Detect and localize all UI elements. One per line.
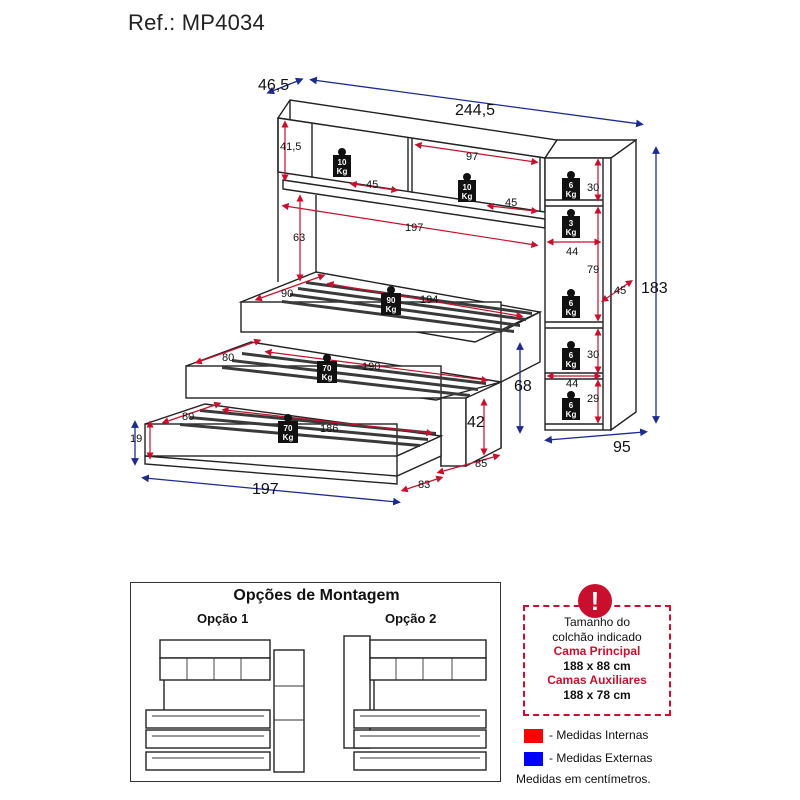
external-dimensions bbox=[131, 76, 660, 506]
dim-main-bed-w: 90 bbox=[281, 288, 293, 300]
dim-total-width: 244,5 bbox=[455, 102, 495, 119]
dim-under-height: 63 bbox=[293, 232, 305, 244]
dim-niche-depth-b: 45 bbox=[505, 197, 517, 209]
dim-aux2-w: 80 bbox=[182, 411, 194, 423]
dim-inner-width: 197 bbox=[405, 222, 423, 234]
option-1-thumbnail bbox=[145, 639, 305, 773]
blue-swatch-icon bbox=[524, 751, 543, 766]
dim-niche-depth-a: 45 bbox=[366, 179, 378, 191]
dim-aux1-height: 42 bbox=[467, 414, 485, 431]
weight-icon: 70 Kg bbox=[278, 414, 298, 443]
weight-icon: 6 Kg bbox=[562, 391, 580, 420]
svg-text:Kg: Kg bbox=[283, 433, 294, 442]
svg-text:Kg: Kg bbox=[566, 360, 577, 369]
units-note: Medidas em centímetros. bbox=[516, 772, 651, 786]
svg-text:Kg: Kg bbox=[566, 190, 577, 199]
warning-icon: ! bbox=[578, 584, 612, 618]
dim-col-shelf-bottom: 29 bbox=[587, 393, 599, 405]
svg-text:Kg: Kg bbox=[322, 373, 333, 382]
dim-bottom-width: 197 bbox=[252, 481, 279, 498]
note-line-2: colchão indicado bbox=[552, 629, 642, 644]
weight-icon: 10 Kg bbox=[458, 173, 476, 202]
svg-text:Kg: Kg bbox=[566, 308, 577, 317]
option-1-label: Opção 1 bbox=[197, 611, 249, 626]
main-bed-size: 188 x 88 cm bbox=[563, 658, 631, 673]
weight-icon: 6 Kg bbox=[562, 171, 580, 200]
dim-bed-height: 68 bbox=[514, 378, 532, 395]
internal-dimensions bbox=[146, 120, 633, 493]
svg-text:6: 6 bbox=[569, 299, 574, 308]
svg-text:3: 3 bbox=[569, 219, 574, 228]
svg-text:Kg: Kg bbox=[566, 228, 577, 237]
dim-aux2-h: 19 bbox=[130, 433, 142, 445]
svg-text:6: 6 bbox=[569, 351, 574, 360]
svg-text:Kg: Kg bbox=[566, 410, 577, 419]
weight-icon: 3 Kg bbox=[562, 209, 580, 238]
dim-aux2-l: 186 bbox=[320, 423, 338, 435]
dim-depth-top: 46,5 bbox=[258, 77, 289, 94]
dim-col-shelf-mid: 79 bbox=[587, 264, 599, 276]
option-2-thumbnail bbox=[343, 635, 487, 771]
main-bed-label: Cama Principal bbox=[553, 644, 641, 658]
legend-internal: - Medidas Internas bbox=[524, 728, 648, 743]
reference-title: Ref.: MP4034 bbox=[128, 10, 265, 35]
dim-col-shelf-low: 30 bbox=[587, 349, 599, 361]
dim-niche-height: 41,5 bbox=[280, 141, 301, 153]
svg-text:Kg: Kg bbox=[386, 305, 397, 314]
dim-total-depth: 95 bbox=[613, 439, 631, 456]
svg-text:Kg: Kg bbox=[462, 192, 473, 201]
option-2-label: Opção 2 bbox=[385, 611, 437, 626]
dim-col-shelf-width: 44 bbox=[566, 246, 578, 258]
dim-niche-width: 97 bbox=[466, 151, 478, 163]
weight-icon: 10 Kg bbox=[333, 148, 351, 177]
svg-text:70: 70 bbox=[323, 364, 332, 373]
dim-col-shelf-width-low: 44 bbox=[566, 378, 578, 390]
svg-text:10: 10 bbox=[338, 158, 347, 167]
dimension-labels: 46,5 244,5 41,5 97 45 45 63 197 90 194 8… bbox=[130, 77, 668, 498]
aux-beds-size: 188 x 78 cm bbox=[563, 687, 631, 702]
weight-icons: 10 Kg 10 Kg 6 Kg 3 Kg 6 Kg 6 Kg bbox=[278, 148, 580, 443]
aux-beds-label: Camas Auxiliares bbox=[547, 673, 647, 687]
dim-total-height: 183 bbox=[641, 280, 668, 297]
dim-aux2-depth: 83 bbox=[418, 479, 430, 491]
note-line-1: Tamanho do bbox=[563, 615, 631, 629]
dim-col-depth: 45 bbox=[614, 285, 626, 297]
dim-aux1-l: 190 bbox=[362, 361, 380, 373]
assembly-options-panel: Opções de Montagem Opção 1 Opção 2 bbox=[130, 582, 501, 782]
dim-aux-depth: 85 bbox=[475, 458, 487, 470]
svg-text:10: 10 bbox=[463, 183, 472, 192]
svg-text:70: 70 bbox=[284, 424, 293, 433]
overhead-module bbox=[276, 99, 559, 282]
weight-icon: 6 Kg bbox=[562, 289, 580, 318]
weight-icon: 70 Kg bbox=[317, 354, 337, 383]
dim-col-shelf-top: 30 bbox=[587, 182, 599, 194]
mattress-size-note: Tamanho do colchão indicado Cama Princip… bbox=[523, 605, 671, 716]
svg-text:6: 6 bbox=[569, 401, 574, 410]
options-title: Opções de Montagem bbox=[233, 587, 400, 604]
dim-aux1-w: 80 bbox=[222, 352, 234, 364]
red-swatch-icon bbox=[524, 728, 543, 743]
legend-external: - Medidas Externas bbox=[524, 751, 652, 766]
svg-text:Kg: Kg bbox=[337, 167, 348, 176]
svg-text:90: 90 bbox=[387, 296, 396, 305]
weight-icon: 6 Kg bbox=[562, 341, 580, 370]
weight-icon: 90 Kg bbox=[381, 286, 401, 315]
svg-text:6: 6 bbox=[569, 181, 574, 190]
dim-main-bed-l: 194 bbox=[420, 294, 438, 306]
